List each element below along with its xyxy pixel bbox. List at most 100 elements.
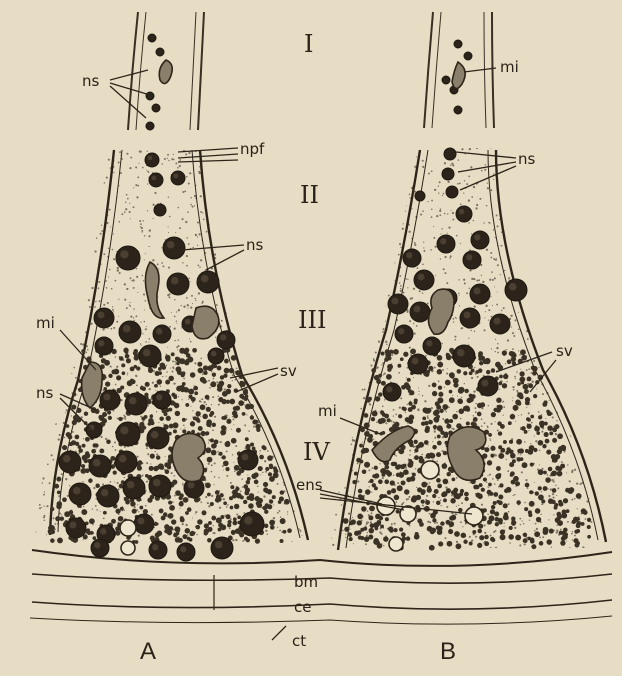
granule — [208, 348, 224, 364]
vesicle — [459, 408, 465, 414]
granule-highlight — [119, 455, 127, 463]
vesicle — [221, 416, 225, 420]
vesicle — [453, 493, 459, 499]
vesicle — [202, 379, 206, 383]
vesicle — [504, 512, 508, 516]
vesicle — [463, 540, 467, 544]
vesicle — [263, 482, 268, 487]
vesicle — [525, 483, 530, 488]
label-mi-right: mi — [318, 404, 337, 419]
vesicle — [452, 477, 456, 481]
vesicle — [268, 472, 272, 476]
vesicle — [232, 521, 237, 526]
vesicle — [393, 528, 397, 532]
granule-highlight — [474, 288, 481, 295]
vesicle — [449, 390, 453, 394]
vesicle — [121, 363, 125, 367]
vesicle — [380, 410, 384, 414]
vesicle — [543, 471, 547, 475]
vesicle — [272, 495, 276, 499]
vesicle — [451, 515, 457, 521]
vesicle — [171, 352, 175, 356]
vesicle — [344, 527, 349, 532]
vesicle — [484, 447, 489, 452]
vesicle — [180, 501, 184, 505]
vesicle — [133, 365, 137, 369]
vesicle — [280, 518, 286, 524]
vesicle — [376, 379, 381, 384]
vesicle — [448, 529, 453, 534]
vesicle — [365, 489, 371, 495]
vesicle — [502, 350, 507, 355]
vesicle — [503, 503, 508, 508]
vesicle — [387, 418, 391, 422]
vesicle — [477, 543, 482, 548]
vesicle — [156, 455, 160, 459]
vesicle — [235, 487, 239, 491]
vesicle — [219, 452, 223, 456]
granule-highlight — [94, 542, 100, 548]
vesicle — [386, 374, 392, 380]
vesicle — [536, 431, 540, 435]
granule — [149, 475, 171, 497]
vesicle — [513, 476, 519, 482]
label-npf: npf — [240, 142, 264, 157]
vesicle — [421, 499, 425, 503]
vesicle — [105, 381, 110, 386]
vesicle — [502, 383, 507, 388]
granule-highlight — [386, 386, 392, 392]
vesicle — [269, 499, 273, 503]
vesicle — [85, 437, 90, 442]
vesicle — [539, 541, 544, 546]
vesicle — [477, 529, 482, 534]
vesicle — [385, 470, 390, 475]
vesicle — [226, 389, 232, 395]
vesicle — [491, 368, 495, 372]
vesicle — [421, 491, 425, 495]
vesicle — [212, 423, 216, 427]
granule-highlight — [129, 397, 137, 405]
vesicle — [182, 418, 186, 422]
granule-highlight — [494, 318, 501, 325]
granule — [410, 302, 430, 322]
vesicle — [375, 541, 380, 546]
vesicle — [231, 355, 237, 361]
vesicle — [446, 354, 452, 360]
vesicle — [356, 458, 361, 463]
vesicle — [437, 369, 443, 375]
granule — [444, 148, 456, 160]
vesicle — [437, 434, 441, 438]
granule — [66, 518, 86, 538]
mitochondrion-axon-right — [452, 62, 465, 89]
vesicle — [357, 520, 362, 525]
vesicle — [510, 471, 515, 476]
vesicle — [264, 524, 268, 528]
vesicle — [134, 349, 139, 354]
vesicle — [205, 447, 211, 453]
vesicle — [173, 422, 179, 428]
vesicle — [463, 371, 467, 375]
vesicle — [493, 492, 498, 497]
vesicle — [103, 511, 107, 515]
vesicle — [467, 398, 472, 403]
vesicle — [185, 511, 189, 515]
vesicle — [421, 482, 427, 488]
vesicle — [88, 478, 93, 483]
vesicle — [569, 487, 575, 493]
vesicle — [434, 409, 440, 415]
granule — [446, 186, 458, 198]
vesicle — [269, 464, 273, 468]
vesicle — [226, 514, 231, 519]
granule-highlight — [73, 487, 81, 495]
vesicle — [142, 387, 146, 391]
vesicle — [69, 442, 73, 446]
vesicle — [203, 371, 207, 375]
vesicle — [235, 370, 240, 375]
vesicle — [223, 501, 227, 505]
granule — [415, 191, 425, 201]
vesicle — [82, 455, 88, 461]
vesicle — [464, 389, 468, 393]
vesicle — [472, 530, 476, 534]
mitochondrion-right-2 — [372, 426, 415, 462]
granule — [123, 477, 145, 499]
